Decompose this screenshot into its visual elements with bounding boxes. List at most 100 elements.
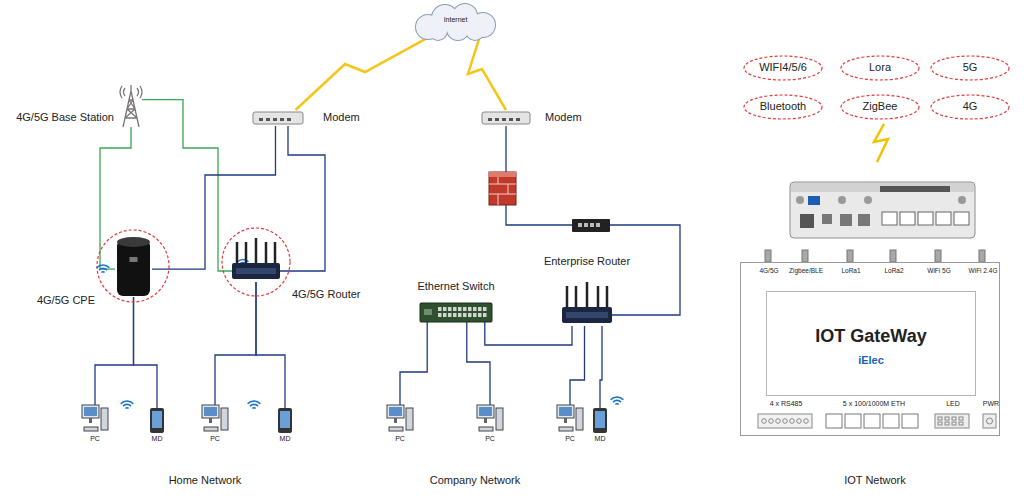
- ethernet-jack: [826, 414, 842, 428]
- wireless-bolt: [874, 124, 888, 162]
- switch-icon: [483, 313, 487, 317]
- pc-icon: [406, 408, 413, 430]
- port-label: 4 x RS485: [770, 400, 803, 408]
- gateway-device-photo: [808, 196, 820, 205]
- terminal-block: [797, 419, 802, 424]
- base-station: 4G/5G Base Station: [120, 85, 142, 127]
- led-panel: [945, 422, 949, 425]
- network-link: [400, 322, 427, 405]
- power-jack: [987, 418, 993, 424]
- protocol-ellipse: 4G: [930, 94, 1010, 120]
- router-icon: [566, 286, 569, 307]
- gateway-device-photo: [864, 196, 872, 204]
- router-icon: [236, 242, 239, 263]
- switch-icon: [443, 313, 447, 317]
- antenna-connector: [765, 250, 985, 262]
- node-label: MD: [152, 435, 163, 443]
- led-panel: [935, 414, 969, 428]
- pc-icon: [84, 407, 97, 416]
- logo-text: iElec: [858, 354, 884, 367]
- network-link: [570, 326, 585, 405]
- ell-icon: [744, 56, 822, 80]
- pc-icon: [576, 408, 583, 430]
- network-link: [256, 282, 285, 408]
- led-panel: [959, 422, 963, 425]
- wifi-symbol: [248, 401, 261, 409]
- switch-icon: [463, 313, 467, 317]
- node-label: Modem: [323, 111, 360, 124]
- node-label: Lora: [869, 61, 891, 74]
- modem-icon: [502, 118, 506, 121]
- switch-icon: [458, 307, 462, 311]
- node-label: 4G: [963, 100, 978, 113]
- pc-icon: [204, 427, 218, 431]
- modem-icon: [482, 110, 530, 126]
- pc-icon: [559, 407, 572, 416]
- switch-icon: [453, 313, 457, 317]
- tower-icon: [120, 85, 142, 127]
- led-panel: [938, 417, 942, 420]
- node-label: Bluetooth: [760, 100, 806, 113]
- cloud-icon: [466, 22, 484, 40]
- md-icon: [150, 408, 164, 433]
- router-device: 4G/5G Router: [232, 238, 280, 282]
- network-link: [600, 326, 602, 408]
- network-link: [280, 126, 325, 271]
- terminal-block: [783, 419, 788, 424]
- network-link: [134, 297, 158, 408]
- pc-icon: [477, 405, 494, 418]
- wifi-symbol: [121, 401, 134, 409]
- antenna-connector: [935, 250, 941, 262]
- pc-icon: PC: [202, 405, 228, 433]
- node-label: 4G/5G Base Station: [16, 111, 114, 124]
- mobile-icon: MD: [150, 408, 164, 433]
- pc-icon: [496, 408, 503, 430]
- modem-icon: [516, 118, 520, 121]
- md-icon: [152, 411, 162, 428]
- ethernet-jack: [845, 414, 861, 428]
- pc-icon: PC: [387, 405, 413, 433]
- port-label: LED: [946, 400, 960, 408]
- switch-icon: [438, 313, 442, 317]
- pc-icon: PC: [477, 405, 503, 433]
- pc-icon: [82, 405, 99, 418]
- pc-icon: [84, 427, 98, 431]
- modem-icon: [482, 112, 530, 124]
- gateway-device-photo: [858, 214, 870, 226]
- wifi-symbol: [97, 265, 110, 273]
- ethernet-switch: Ethernet Switch: [420, 303, 492, 322]
- gateway-device-photo: [822, 214, 832, 224]
- router-icon: [245, 242, 248, 263]
- node-label: PC: [90, 435, 100, 443]
- pc-icon: [557, 405, 583, 433]
- modem-icon: [259, 118, 263, 121]
- md-icon: [280, 411, 290, 428]
- pc-icon: [202, 405, 219, 418]
- router-icon: [566, 312, 608, 318]
- led-panel: [952, 417, 956, 420]
- router-icon: [236, 268, 276, 274]
- pc-icon: [387, 405, 404, 418]
- switch-icon: [468, 313, 472, 317]
- mobile-icon: MD: [278, 408, 292, 433]
- small-switch-symbol: [590, 223, 594, 227]
- md-icon: [278, 408, 292, 433]
- antenna-connector: [979, 250, 985, 262]
- node-label: 4G/5G CPE: [37, 294, 95, 307]
- pc-icon: [559, 427, 573, 431]
- pc-icon: [479, 427, 493, 431]
- cloud-icon: [429, 22, 447, 40]
- cpe-device: 4G/5G CPE: [115, 235, 152, 297]
- antenna-connector: [765, 250, 771, 262]
- small-switch-symbol: [578, 223, 582, 227]
- node-label: IOT GateWay: [815, 326, 926, 348]
- ell-icon: [744, 95, 822, 119]
- node-label: Internet: [444, 16, 468, 24]
- router-icon: [575, 286, 578, 307]
- terminal-block: [758, 414, 812, 428]
- gateway-device-photo: [838, 196, 846, 204]
- small-switch-symbol: [572, 219, 610, 232]
- ell-icon: [841, 95, 919, 119]
- gateway-device-photo: [840, 214, 852, 226]
